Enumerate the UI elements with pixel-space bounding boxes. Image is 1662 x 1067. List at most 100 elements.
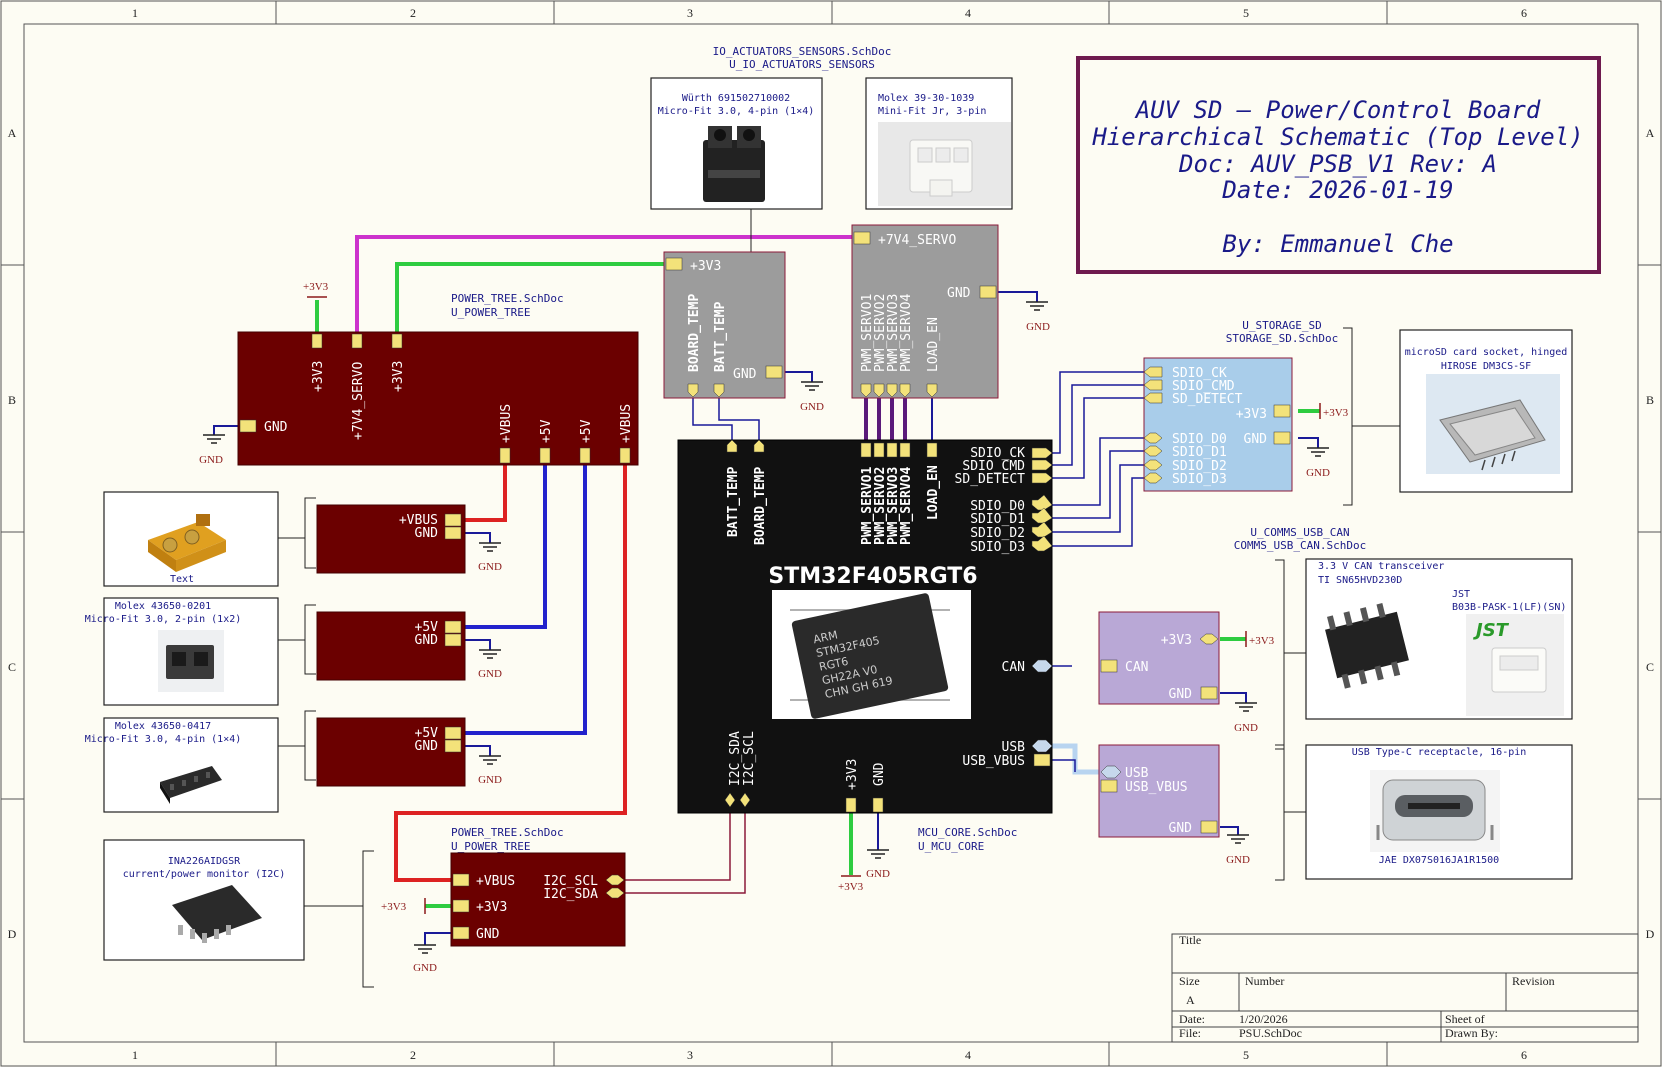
mcu-gnd: GND	[872, 762, 887, 786]
pt-file: POWER_TREE.SchDoc	[451, 292, 564, 305]
xt60-connector-icon	[148, 514, 226, 572]
sheet-date-value: 1/20/2026	[1239, 1012, 1288, 1026]
sheet-size-value: A	[1186, 993, 1195, 1007]
sd-sdio-ck: SDIO_CK	[1172, 366, 1227, 381]
wire-vbus-monitor	[394, 455, 627, 882]
conn-block-1[interactable]: +VBUS GND	[316, 504, 466, 574]
io-file: IO_ACTUATORS_SENSORS.SchDoc	[713, 45, 892, 58]
io-temp-gnd: GND	[733, 367, 757, 382]
terminal-block-icon	[703, 126, 765, 202]
can-part-line2: TI SN65HVD230D	[1318, 575, 1402, 586]
can-3v3-tag: +3V3	[1245, 631, 1275, 647]
c3-pin1: +5V	[415, 726, 439, 741]
gnd-label-temp: GND	[800, 401, 824, 413]
io-batt-temp: BATT_TEMP	[713, 301, 728, 372]
mon-vbus: +VBUS	[476, 874, 515, 889]
col-label-6-bottom: 6	[1521, 1048, 1527, 1062]
wire-5v-conn3	[455, 455, 587, 735]
sheet-info-block: Title Size A Number Revision Date: 1/20/…	[1171, 933, 1639, 1043]
c1-pin2: GND	[415, 526, 439, 541]
row-label-a: A	[8, 126, 17, 140]
col-label-6: 6	[1521, 6, 1527, 20]
wire-c2-gnd	[455, 639, 491, 650]
conn-block-3[interactable]: +5V GND	[316, 717, 466, 787]
molex-4pin-part: Molex 43650-0417 Micro-Fit 3.0, 4-pin (1…	[85, 717, 279, 813]
power-tree-sheet[interactable]: +3V3 +7V4_SERVO +3V3 GND +VBUS +5V +5V +…	[237, 331, 639, 466]
wire-5v-conn2	[455, 455, 547, 629]
mcu-sdio-d3: SDIO_D3	[970, 540, 1025, 555]
io-temp-sheet[interactable]: +3V3 GND BOARD_TEMP BATT_TEMP	[663, 251, 786, 399]
wire-7v4-servo	[355, 235, 860, 335]
row-label-c: C	[8, 660, 16, 674]
mcu-i2c-sda: I2C_SDA	[728, 731, 743, 786]
mcu-load-en: LOAD_EN	[926, 465, 941, 520]
comms-can-sheet[interactable]: +3V3 CAN GND	[1098, 611, 1220, 705]
can-part-line1: 3.3 V CAN transceiver	[1318, 561, 1444, 572]
usb-gnd: GND	[1169, 821, 1193, 836]
io-pwm4: PWM_SERVO4	[899, 294, 914, 372]
gnd-label-usb: GND	[1226, 854, 1250, 866]
msop-chip-icon	[172, 885, 262, 943]
col-label-5-bottom: 5	[1243, 1048, 1249, 1062]
sheet-size-label: Size	[1179, 974, 1200, 988]
mcu-sdio-ck: SDIO_CK	[970, 446, 1025, 461]
wire-can-gnd	[1220, 692, 1247, 703]
jst-line1: JST	[1452, 589, 1470, 600]
sheet-date-label: Date:	[1179, 1012, 1205, 1026]
sd-sdio-d3: SDIO_D3	[1172, 472, 1227, 487]
monitor-sheet[interactable]: +VBUS +3V3 GND I2C_SCL I2C_SDA	[450, 852, 626, 947]
sd-sdio-d1: SDIO_D1	[1172, 445, 1227, 460]
sd-3v3-tag: +3V3	[1319, 403, 1349, 419]
col-label-3: 3	[687, 6, 693, 20]
molex1-line2: Micro-Fit 3.0, 2-pin (1x2)	[85, 614, 242, 625]
mcu-pwm3: PWM_SERVO3	[886, 467, 901, 545]
comms-file: COMMS_USB_CAN.SchDoc	[1234, 539, 1366, 552]
title-line-2: Hierarchical Schematic (Top Level)	[1091, 123, 1583, 151]
molex1-line1: Molex 43650-0201	[115, 601, 211, 612]
col-label-4: 4	[965, 6, 971, 20]
sheet-number-of: Sheet of	[1445, 1012, 1485, 1026]
gnd-label-c1: GND	[478, 561, 502, 573]
gnd-label-servo: GND	[1026, 321, 1050, 333]
mcu-i2c-scl: I2C_SCL	[742, 731, 757, 786]
microsd-socket-icon	[1426, 374, 1560, 474]
pt-pin-3v3: +3V3	[311, 361, 326, 392]
col-label-3-bottom: 3	[687, 1048, 693, 1062]
wire-usb	[1052, 743, 1110, 775]
io-conn1-line2: Micro-Fit 3.0, 4-pin (1×4)	[658, 106, 815, 117]
io-conn1-line1: Würth 691502710002	[682, 93, 790, 104]
wire-servo-gnd	[996, 291, 1038, 302]
wire-pwm-bus	[864, 398, 907, 443]
mcu-part-name: STM32F405RGT6	[768, 564, 977, 589]
bracket-storage	[1343, 327, 1353, 506]
mcu-3v3-tag: +3V3	[838, 875, 864, 893]
c1-pin1: +VBUS	[399, 513, 438, 528]
mon-file: POWER_TREE.SchDoc	[451, 826, 564, 839]
sd-part-line2: HIROSE DM3CS-SF	[1441, 361, 1531, 372]
sd-sdio-d2: SDIO_D2	[1172, 459, 1227, 474]
wire-batt-temp	[692, 398, 733, 443]
storage-sd-sheet[interactable]: SDIO_CK SDIO_CMD SD_DETECT +3V3 GND SDIO…	[1143, 357, 1293, 492]
row-label-c-right: C	[1646, 660, 1654, 674]
comms-usb-sheet[interactable]: USB USB_VBUS GND	[1098, 744, 1220, 838]
usb-part-line2: JAE DX07S016JA1R1500	[1379, 855, 1499, 866]
mcu-pwm2: PWM_SERVO2	[873, 467, 888, 545]
mon-gnd: GND	[476, 927, 500, 942]
can-pin: CAN	[1125, 660, 1148, 675]
mon-sda: I2C_SDA	[543, 887, 598, 902]
jst-line2: B03B-PASK-1(LF)(SN)	[1452, 602, 1566, 613]
usb-c-icon	[1370, 770, 1500, 852]
io-load-en: LOAD_EN	[926, 317, 941, 372]
gnd-label-c3: GND	[478, 774, 502, 786]
io-servo-sheet[interactable]: +7V4_SERVO GND PWM_SERVO1 PWM_SERVO2 PWM…	[851, 224, 999, 399]
sd-gnd: GND	[1244, 432, 1268, 447]
c2-pin1: +5V	[415, 620, 439, 635]
title-line-4: Date: 2026-01-19	[1221, 176, 1453, 204]
col-label-1-bottom: 1	[132, 1048, 138, 1062]
mcu-core-sheet[interactable]: BATT_TEMP BOARD_TEMP PWM_SERVO1 PWM_SERV…	[677, 439, 1053, 814]
pt-pin-vbus1: +VBUS	[499, 404, 514, 443]
conn-block-2[interactable]: +5V GND	[316, 611, 466, 681]
io-temp-3v3: +3V3	[690, 259, 721, 274]
